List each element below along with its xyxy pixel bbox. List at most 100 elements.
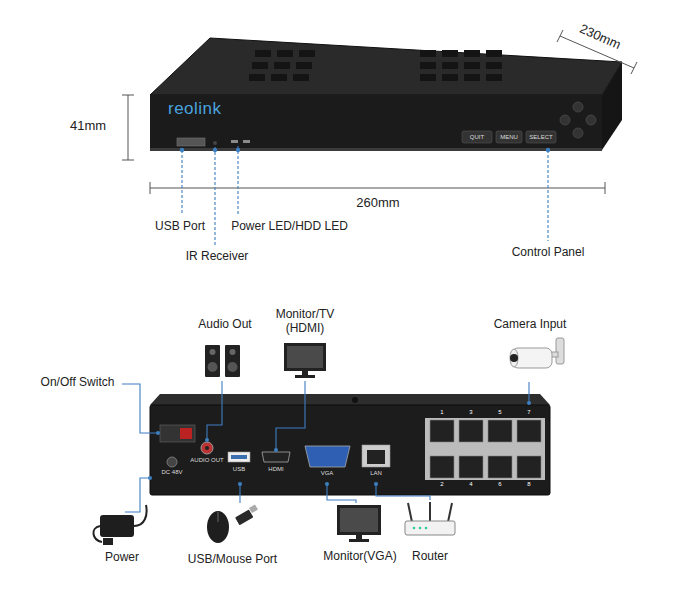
speaker-icon <box>210 349 216 355</box>
callout-label: Audio Out <box>180 318 270 332</box>
poe-ports <box>425 415 545 482</box>
leader-dots <box>374 482 378 486</box>
vent-grid <box>420 50 436 57</box>
vent-grid <box>252 62 268 69</box>
front-leader-lines <box>182 146 548 245</box>
audio-jack <box>201 442 213 454</box>
callout-label: Control Panel <box>498 246 598 260</box>
router-icon <box>419 527 422 530</box>
callout-label: Power LED/HDD LED <box>222 220 357 234</box>
usb-mouse-icon <box>207 511 229 543</box>
camera-icon <box>556 338 564 364</box>
callout-label: USB/Mouse Port <box>175 553 290 567</box>
nvr-rear-view <box>150 394 550 495</box>
vent-grid <box>255 50 271 57</box>
port-label: HDMI <box>262 466 290 473</box>
vent-grid <box>296 62 312 69</box>
port-label: LAN <box>363 470 389 477</box>
camera-icon <box>510 338 564 368</box>
router-icon <box>405 502 455 535</box>
control-buttons <box>560 115 570 125</box>
callout-label: On/Off Switch <box>30 376 125 390</box>
poe-ports <box>517 420 541 442</box>
power-adapter-icon <box>100 515 134 537</box>
nvr-front-view <box>602 62 622 150</box>
poe-ports <box>430 420 454 442</box>
dimension-lines <box>150 182 151 194</box>
poe-ports <box>517 456 541 478</box>
camera-icon <box>510 354 518 362</box>
usb-mouse-icon <box>249 504 258 513</box>
port-number: 8 <box>523 481 535 488</box>
router-icon <box>405 521 455 535</box>
callout-label: Router <box>400 550 460 564</box>
port-number: 5 <box>494 409 506 416</box>
rear-leader-lines <box>207 381 222 440</box>
control-buttons <box>586 115 596 125</box>
router-icon <box>408 503 412 522</box>
dimension-label: 260mm <box>348 196 408 211</box>
monitor-icon <box>302 371 308 375</box>
port-number: 1 <box>436 409 448 416</box>
speaker-icon <box>230 349 236 355</box>
power-adapter-icon <box>103 538 113 545</box>
dimension-lines <box>122 95 134 96</box>
nvr-front-view <box>150 95 602 150</box>
power-adapter-icon <box>93 526 102 542</box>
rear-leader-lines <box>122 381 529 512</box>
monitor-icon <box>287 346 323 368</box>
front-leader-lines <box>181 150 182 214</box>
vent-grid <box>249 74 265 81</box>
rear-leader-lines <box>125 478 150 512</box>
dimension-label: 230mm <box>570 18 631 56</box>
leader-dots <box>238 482 242 486</box>
rear-leader-lines <box>276 381 305 450</box>
lan-port <box>362 445 390 467</box>
nvr-front-view <box>150 38 622 151</box>
leader-dots <box>180 148 550 152</box>
callout-label: USB Port <box>148 220 212 234</box>
callout-label: IR Receiver <box>172 250 262 264</box>
speaker-icon <box>225 345 240 377</box>
speaker-icon <box>205 345 240 377</box>
vga-port <box>305 446 350 467</box>
leader-dots <box>156 431 160 435</box>
leader-dots <box>274 448 278 452</box>
poe-ports <box>488 456 512 478</box>
hdmi-port <box>262 452 290 462</box>
vga-monitor-icon <box>356 535 362 539</box>
control-buttons <box>526 131 556 143</box>
usb-mouse-icon <box>207 504 258 543</box>
vent-grid <box>486 62 502 69</box>
leader-dots <box>148 476 152 480</box>
rear-leader-lines <box>528 382 529 403</box>
ir-receiver <box>213 141 217 145</box>
rear-leader-lines <box>327 484 356 503</box>
poe-ports <box>488 420 512 442</box>
vga-monitor-icon <box>337 505 381 535</box>
vent-grid <box>442 74 458 81</box>
poe-ports <box>459 420 483 442</box>
dimension-lines <box>631 62 637 74</box>
port-label: USB <box>226 466 252 473</box>
vga-monitor-icon <box>349 539 369 542</box>
port-label: AUDIO OUT <box>189 457 225 464</box>
dimension-lines <box>557 30 563 42</box>
dimension-lines <box>122 30 637 194</box>
vent-grid <box>277 50 293 57</box>
dimension-label: 41mm <box>60 119 116 134</box>
poe-ports <box>425 407 545 418</box>
callout-label: Monitor/TV (HDMI) <box>265 308 345 336</box>
rear-leader-lines <box>376 484 430 500</box>
vent-grid <box>442 62 458 69</box>
vent-grid <box>271 74 287 81</box>
usb-mouse-icon <box>218 512 219 522</box>
nvr-rear-view <box>352 397 358 403</box>
vent-grid <box>249 50 502 81</box>
power-switch <box>160 425 195 442</box>
poe-ports <box>425 407 545 492</box>
vent-grid <box>420 62 436 69</box>
button-label: QUIT <box>462 134 492 141</box>
nvr-rear-view <box>231 455 247 459</box>
